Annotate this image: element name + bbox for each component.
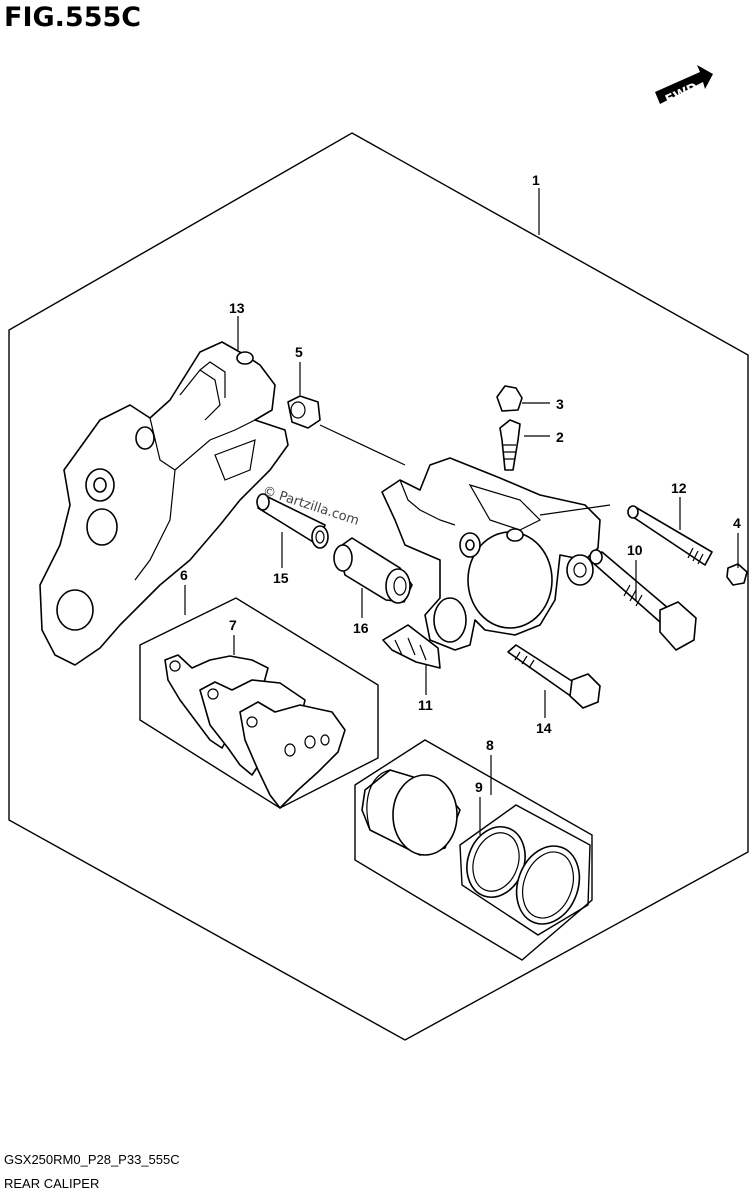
mounting-bolt-long-part [589,549,697,651]
callout-11: 11 [418,697,433,713]
seal-kit-frame [459,804,591,936]
pad-kit-frame [139,597,379,809]
assembly-frame [8,132,749,1041]
forward-direction-arrow: FWD [655,65,713,108]
mounting-bolt-short-part [507,644,601,709]
pad-spring-part [382,624,441,669]
callout-4: 4 [733,515,741,531]
piston-part [361,769,461,856]
bleeder-cap-part [496,385,523,412]
caliper-body-part [381,457,601,651]
callout-9: 9 [475,779,483,795]
sleeve-part [256,493,329,549]
figure-title: FIG.555C [4,2,142,33]
callout-7: 7 [229,617,237,633]
callout-14: 14 [536,720,552,736]
dust-boot-part [287,395,321,429]
callout-3: 3 [556,396,564,412]
callout-15: 15 [273,570,289,586]
leader-lines [184,188,739,835]
callout-6: 6 [180,567,188,583]
assembly-guide-lines [319,424,611,516]
brake-pads-part [164,654,346,809]
boot-part [333,537,413,604]
diagram-name: REAR CALIPER [4,1176,100,1191]
callout-1: 1 [532,172,540,188]
callout-12: 12 [671,480,687,496]
diagram-code: GSX250RM0_P28_P33_555C [4,1152,180,1167]
caliper-bracket-part [39,341,289,666]
piston-seals-part [466,826,581,925]
small-nut-part [726,563,748,586]
callout-16: 16 [353,620,369,636]
callout-2: 2 [556,429,564,445]
callout-13: 13 [229,300,245,316]
callout-5: 5 [295,344,303,360]
callout-10: 10 [627,542,643,558]
slide-pin-part [627,505,713,566]
piston-kit-frame [354,739,593,961]
callout-8: 8 [486,737,494,753]
bleeder-valve-part [499,419,521,471]
